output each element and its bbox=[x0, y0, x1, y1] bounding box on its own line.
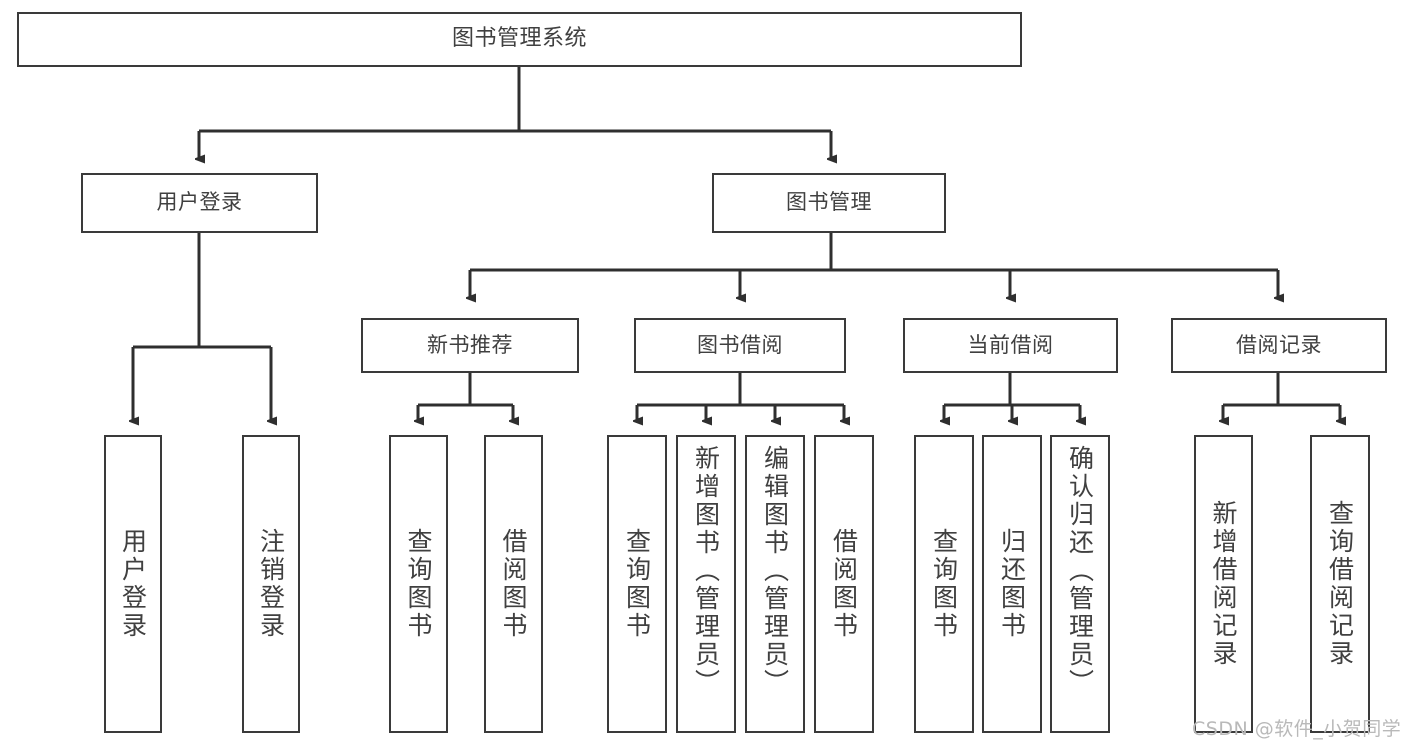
node-leaf-logout-login[interactable]: 注销登录 bbox=[242, 435, 300, 733]
node-book-management[interactable]: 图书管理 bbox=[712, 173, 946, 233]
node-label: 查询借阅记录 bbox=[1325, 500, 1355, 668]
node-leaf-confirm-return-admin[interactable]: 确认归还（管理员） bbox=[1050, 435, 1110, 733]
node-label: 借阅图书 bbox=[829, 528, 859, 640]
node-leaf-borrow-book-recommend[interactable]: 借阅图书 bbox=[484, 435, 543, 733]
node-leaf-edit-book-admin[interactable]: 编辑图书（管理员） bbox=[745, 435, 805, 733]
node-label: 查询图书 bbox=[404, 528, 433, 640]
node-label: 新书推荐 bbox=[427, 332, 513, 357]
node-user-login[interactable]: 用户登录 bbox=[81, 173, 318, 233]
node-leaf-query-book-recommend[interactable]: 查询图书 bbox=[389, 435, 448, 733]
node-label: 图书借阅 bbox=[697, 332, 783, 357]
node-new-book-recommend[interactable]: 新书推荐 bbox=[361, 318, 579, 373]
node-label: 借阅记录 bbox=[1236, 332, 1322, 357]
node-borrow-record[interactable]: 借阅记录 bbox=[1171, 318, 1387, 373]
node-leaf-return-book[interactable]: 归还图书 bbox=[982, 435, 1042, 733]
node-leaf-query-book-borrow[interactable]: 查询图书 bbox=[607, 435, 667, 733]
node-leaf-add-book-admin[interactable]: 新增图书（管理员） bbox=[676, 435, 736, 733]
node-label: 查询图书 bbox=[929, 528, 959, 640]
node-leaf-query-borrow-record[interactable]: 查询借阅记录 bbox=[1310, 435, 1370, 733]
node-label: 用户登录 bbox=[118, 528, 148, 640]
node-leaf-user-login[interactable]: 用户登录 bbox=[104, 435, 162, 733]
node-label: 编辑图书（管理员） bbox=[760, 445, 790, 697]
node-root-book-management-system[interactable]: 图书管理系统 bbox=[17, 12, 1022, 67]
node-label: 图书管理系统 bbox=[451, 26, 587, 52]
node-current-borrow[interactable]: 当前借阅 bbox=[903, 318, 1118, 373]
node-label: 图书管理 bbox=[786, 190, 872, 215]
node-label: 借阅图书 bbox=[499, 528, 528, 640]
node-label: 新增借阅记录 bbox=[1209, 500, 1238, 668]
node-label: 归还图书 bbox=[997, 528, 1027, 640]
csdn-watermark: CSDN @软件_小贺同学 bbox=[1192, 718, 1402, 740]
node-label: 当前借阅 bbox=[967, 332, 1054, 357]
node-label: 注销登录 bbox=[256, 528, 286, 640]
node-label: 新增图书（管理员） bbox=[691, 445, 721, 697]
node-label: 确认归还（管理员） bbox=[1065, 445, 1095, 697]
node-book-borrow[interactable]: 图书借阅 bbox=[634, 318, 846, 373]
node-label: 用户登录 bbox=[156, 190, 243, 215]
node-label: 查询图书 bbox=[622, 528, 652, 640]
node-leaf-query-book-current[interactable]: 查询图书 bbox=[914, 435, 974, 733]
node-leaf-add-borrow-record[interactable]: 新增借阅记录 bbox=[1194, 435, 1253, 733]
node-leaf-borrow-book[interactable]: 借阅图书 bbox=[814, 435, 874, 733]
